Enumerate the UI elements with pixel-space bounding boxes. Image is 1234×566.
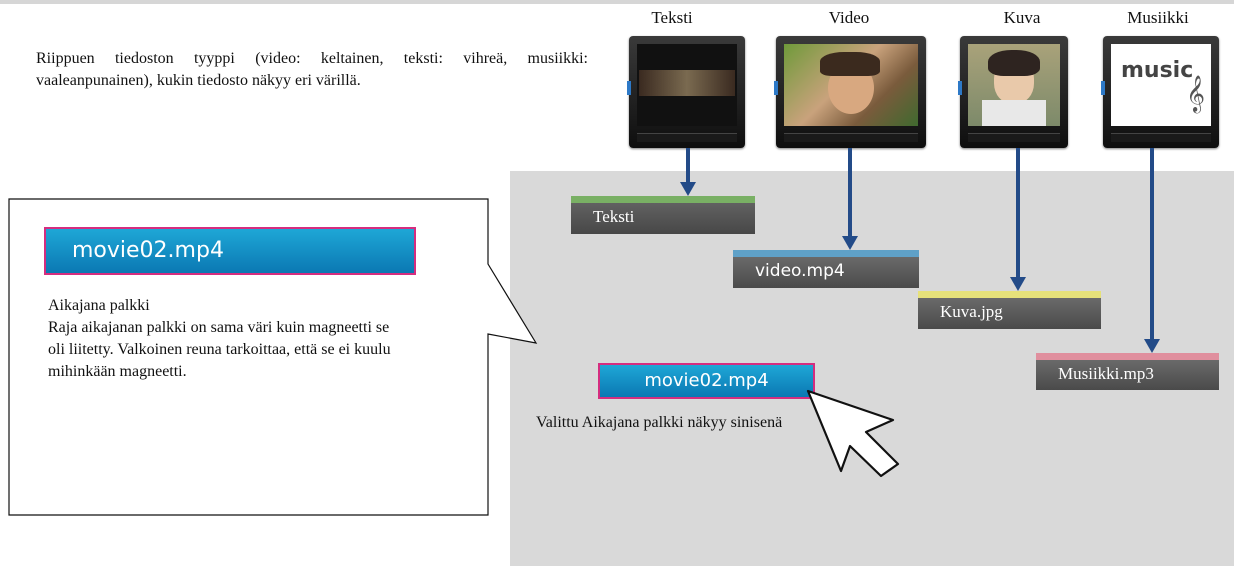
column-label-music: Musiikki	[1127, 8, 1189, 27]
music-magnet-thumbnail[interactable]: music 𝄞	[1101, 36, 1219, 148]
text-magnet-thumbnail[interactable]	[627, 36, 745, 148]
column-label-text: Teksti	[651, 8, 693, 27]
cursor-icon	[806, 389, 900, 478]
column-label-video: Video	[828, 8, 870, 27]
callout-title: Aikajana palkki	[48, 297, 150, 314]
video-magnet-thumbnail[interactable]	[774, 36, 926, 148]
selected-caption: Valittu Aikajana palkki näkyy sinisenä	[536, 414, 783, 431]
timeline-bar-image[interactable]: Kuva.jpg	[918, 291, 1101, 329]
column-label-image: Kuva	[1003, 8, 1041, 27]
timeline-bar-text[interactable]: Teksti	[571, 196, 755, 234]
callout-timeline-bar: movie02.mp4	[44, 227, 416, 275]
intro-text: Riippuen tiedoston tyyppi (video: keltai…	[36, 50, 588, 89]
callout-body: Raja aikajanan palkki on sama väri kuin …	[48, 319, 391, 380]
callout-shape	[8, 198, 538, 516]
selected-timeline-bar[interactable]: movie02.mp4	[598, 363, 815, 399]
top-divider	[0, 0, 1234, 4]
treble-clef-icon: 𝄞	[1186, 74, 1205, 112]
timeline-bar-video[interactable]: video.mp4	[733, 250, 919, 288]
music-thumbnail-label: music	[1121, 58, 1194, 83]
image-magnet-thumbnail[interactable]	[958, 36, 1068, 148]
timeline-bar-music[interactable]: Musiikki.mp3	[1036, 353, 1219, 390]
